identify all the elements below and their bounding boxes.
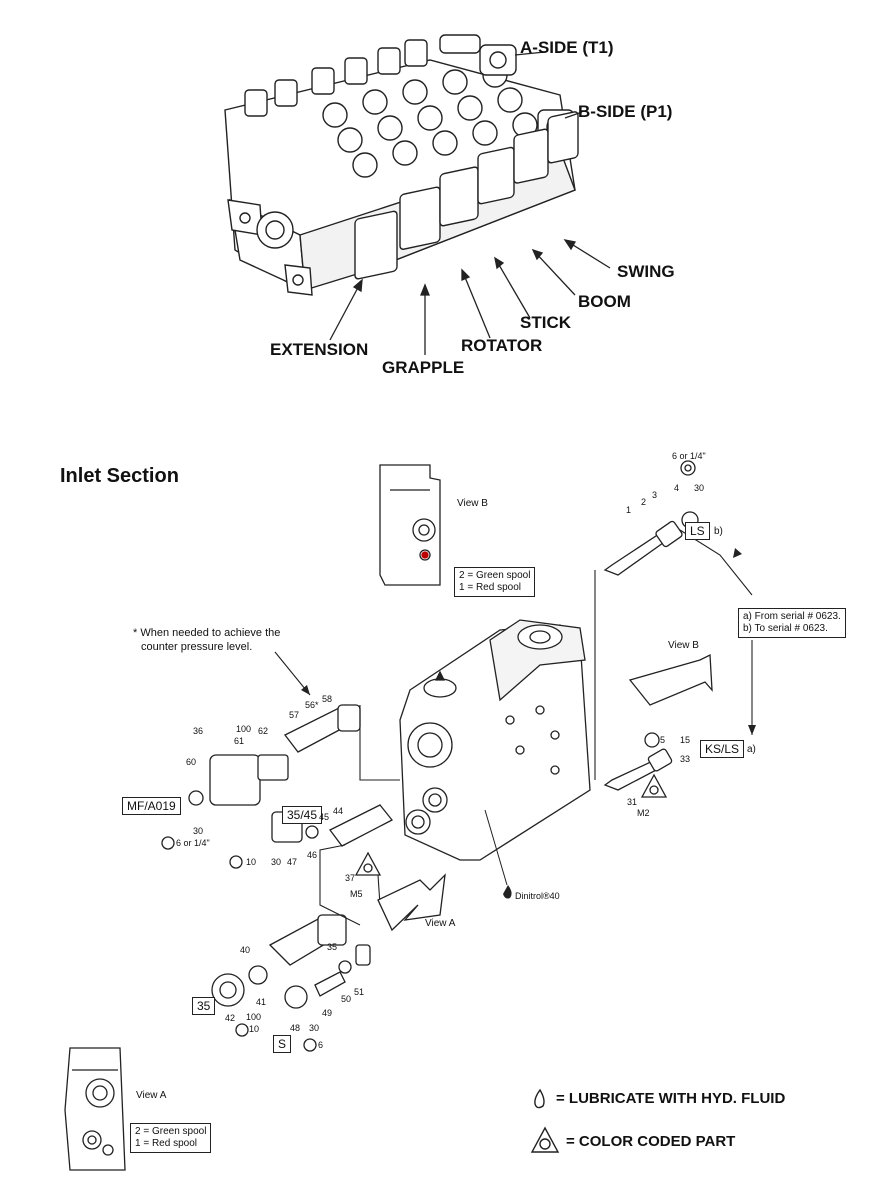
part-m2: M2 [637, 808, 650, 818]
asterisk-note: * When needed to achieve the counter pre… [133, 626, 280, 654]
part-35: 35 [327, 942, 338, 952]
view-b-arrow-label: View B [668, 640, 699, 651]
inlet-section-title: Inlet Section [60, 465, 179, 487]
serial-note-line1: a) From serial # 0623. [743, 611, 841, 622]
ls-suffix: b) [714, 526, 723, 537]
legend-lubricate: = LUBRICATE WITH HYD. FLUID [556, 1090, 786, 1107]
part-2: 2 [641, 497, 647, 507]
view-a-note-line1: 2 = Green spool [135, 1126, 207, 1137]
part-100a: 100 [236, 724, 252, 734]
valve-block-drawing [224, 34, 611, 355]
part-6: 6 [318, 1040, 324, 1050]
part-45: 45 [319, 812, 330, 822]
serial-note: a) From serial # 0623. b) To serial # 06… [738, 608, 846, 638]
rotator-label: ROTATOR [461, 336, 543, 355]
part-30c: 30 [271, 857, 282, 867]
part-46: 46 [307, 850, 318, 860]
b-side-label: B-SIDE (P1) [578, 102, 673, 121]
view-b-note-line2: 1 = Red spool [459, 582, 521, 593]
part-6-or-quarter-top: 6 or 1/4" [672, 451, 706, 461]
part-40: 40 [240, 945, 251, 955]
part-49: 49 [322, 1008, 333, 1018]
part-61: 61 [234, 736, 245, 746]
ks-ls-suffix: a) [747, 744, 756, 755]
part-36: 36 [193, 726, 204, 736]
part-47: 47 [287, 857, 298, 867]
view-a-arrow-label: View A [425, 918, 456, 929]
part-56: 56* [305, 700, 319, 710]
part-1: 1 [626, 505, 632, 515]
part-31: 31 [627, 797, 638, 807]
part-62: 62 [258, 726, 269, 736]
part-41: 41 [256, 997, 267, 1007]
part-57: 57 [289, 710, 300, 720]
legend-color-coded: = COLOR CODED PART [566, 1133, 736, 1150]
asterisk-note-line1: * When needed to achieve the [133, 627, 281, 639]
part-48: 48 [290, 1023, 301, 1033]
part-3: 3 [652, 490, 658, 500]
ks-ls-box: KS/LS [700, 740, 745, 758]
box-35: 35 [192, 997, 216, 1015]
view-b-note: 2 = Green spool 1 = Red spool [454, 567, 536, 597]
part-m5: M5 [350, 889, 363, 899]
part-10a: 10 [246, 857, 257, 867]
part-51: 51 [354, 987, 365, 997]
part-50: 50 [341, 994, 352, 1004]
mf-a019-box: MF/A019 [122, 797, 181, 815]
view-a-label: View A [136, 1090, 167, 1101]
serial-note-line2: b) To serial # 0623. [743, 623, 828, 634]
part-30b: 30 [193, 826, 204, 836]
part-58: 58 [322, 694, 333, 704]
ls-box: LS [685, 522, 710, 540]
box-s: S [273, 1035, 292, 1053]
grapple-label: GRAPPLE [382, 358, 465, 377]
stick-label: STICK [520, 313, 571, 332]
part-10b: 10 [249, 1024, 260, 1034]
part-15: 15 [680, 735, 691, 745]
extension-label: EXTENSION [270, 340, 369, 359]
a-side-label: A-SIDE (T1) [520, 38, 614, 57]
asterisk-note-line2: counter pressure level. [141, 641, 253, 653]
part-33: 33 [680, 754, 691, 764]
part-6-or-quarter-b: 6 or 1/4" [176, 838, 210, 848]
view-b-label: View B [457, 498, 488, 509]
dinitrol-label: Dinitrol®40 [515, 891, 560, 901]
view-a-note-line2: 1 = Red spool [135, 1138, 197, 1149]
part-5: 5 [660, 735, 666, 745]
part-100b: 100 [246, 1012, 262, 1022]
boom-label: BOOM [578, 292, 631, 311]
part-4: 4 [674, 483, 680, 493]
view-a-note: 2 = Green spool 1 = Red spool [130, 1123, 212, 1153]
part-30d: 30 [309, 1023, 320, 1033]
part-30-top: 30 [694, 483, 705, 493]
box-35-45: 35/45 [282, 806, 323, 824]
part-42: 42 [225, 1013, 236, 1023]
part-60: 60 [186, 757, 197, 767]
swing-label: SWING [617, 262, 675, 281]
view-b-note-line1: 2 = Green spool [459, 570, 531, 581]
part-44: 44 [333, 806, 344, 816]
part-37: 37 [345, 873, 356, 883]
